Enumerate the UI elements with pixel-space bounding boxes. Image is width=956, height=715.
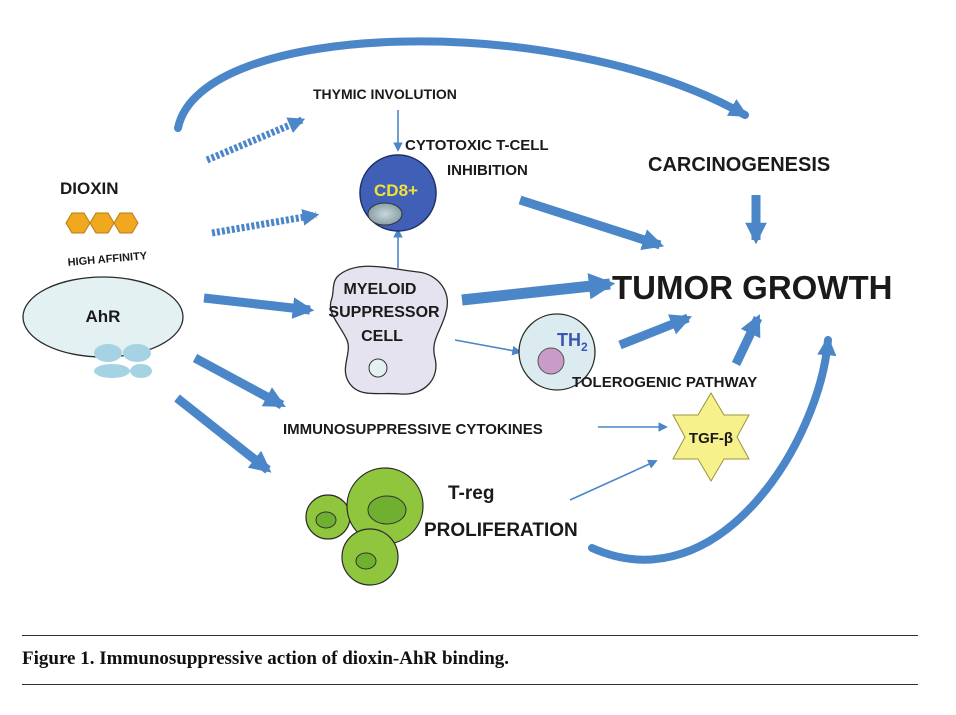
arrow-ahr-to-myeloid (203, 293, 315, 319)
arrow-cd8-to-tumor (518, 195, 665, 250)
carcinogenesis-label: CARCINOGENESIS (648, 154, 830, 176)
treg-cells (305, 467, 424, 586)
arrow-dioxin-carcinogenesis (174, 37, 749, 132)
dioxin-label: DIOXIN (60, 179, 119, 198)
tumor-growth-label: TUMOR GROWTH (612, 269, 892, 306)
arrow-to-cd8 (211, 209, 320, 237)
th2-label: TH2 (557, 330, 588, 354)
figure-caption: Figure 1. Immunosuppressive action of di… (22, 648, 510, 669)
arrow-myeloid-to-th2 (454, 339, 522, 356)
tgf-beta-star (672, 392, 750, 482)
arrow-myeloid-to-tumor (461, 273, 616, 306)
arrow-ahr-to-treg (174, 394, 272, 474)
proliferation-label: PROLIFERATION (424, 520, 578, 541)
myeloid-suppressor-cell (329, 265, 448, 395)
treg-label: T-reg (448, 483, 494, 504)
immunosuppressive-cytokines-label: IMMUNOSUPPRESSIVE CYTOKINES (283, 421, 543, 438)
arrow-tolerogenic-to-tumor (731, 314, 763, 366)
arrow-treg-to-tgf (569, 459, 658, 501)
arrow-proliferation-to-tumor (588, 336, 837, 564)
ahr-label: AhR (86, 307, 121, 326)
myeloid-label-line3: CELL (361, 328, 403, 345)
caption-top-rule (22, 635, 918, 636)
tgf-beta-label: TGF-β (689, 430, 733, 447)
thymic-involution-label: THYMIC INVOLUTION (313, 86, 457, 102)
arrow-to-thymic-involution (205, 116, 306, 164)
arrow-th2-to-tumor (618, 313, 693, 350)
receptor-subunits-icon (94, 344, 152, 378)
arrow-ahr-to-cytokines (192, 354, 286, 409)
high-affinity-label: HIGH AFFINITY (67, 250, 148, 269)
cytotoxic-label-line2: INHIBITION (447, 162, 528, 179)
dioxin-molecule-icon (65, 212, 139, 234)
th2-cell (518, 313, 596, 391)
myeloid-label-line1: MYELOID (344, 281, 417, 298)
caption-bottom-rule (22, 684, 918, 685)
diagram-canvas: DIOXIN HIGH AFFINITY AhR THYMIC INVOLUTI… (22, 37, 892, 586)
cytotoxic-label-line1: CYTOTOXIC T-CELL (405, 137, 549, 154)
myeloid-label-line2: SUPPRESSOR (328, 304, 440, 321)
cd8-cell (359, 154, 437, 232)
cd8-label: CD8+ (374, 181, 418, 200)
tolerogenic-pathway-label: TOLEROGENIC PATHWAY (572, 374, 757, 391)
